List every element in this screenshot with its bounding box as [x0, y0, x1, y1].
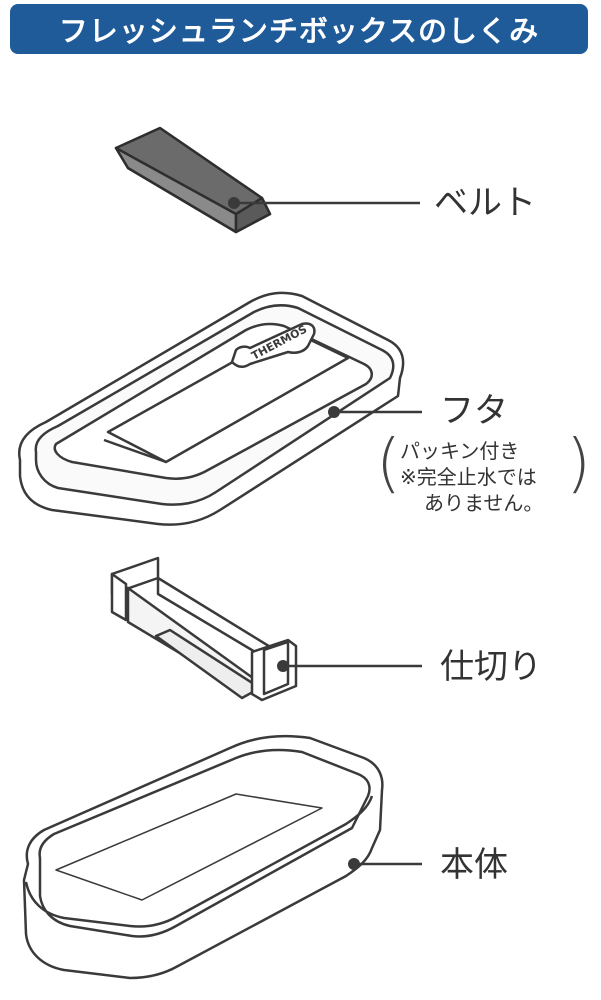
label-lid: フタ	[440, 391, 508, 431]
lid-leader-dot	[328, 406, 340, 418]
label-divider: 仕切り	[440, 647, 542, 687]
title-banner: フレッシュランチボックスのしくみ	[10, 4, 588, 54]
belt-leader-dot	[228, 197, 240, 209]
lid-illustration	[17, 291, 405, 526]
label-belt: ベルト	[434, 183, 536, 223]
label-body: 本体	[440, 845, 508, 885]
body-leader-dot	[348, 858, 360, 870]
lid-note-line-2: ※完全止水では	[400, 465, 537, 489]
lid-note: パッキン付き ※完全止水では ありません。	[400, 438, 543, 516]
divider-illustration	[110, 556, 298, 702]
belt-illustration	[114, 126, 272, 234]
note-close-paren: )	[566, 427, 591, 501]
diagram-title: フレッシュランチボックスのしくみ	[58, 14, 540, 48]
lid-note-line-1: パッキン付き	[400, 439, 520, 463]
note-open-paren: (	[376, 427, 401, 501]
lid-note-line-3: ありません。	[424, 491, 544, 515]
divider-leader-dot	[277, 660, 289, 672]
body-illustration	[22, 734, 384, 980]
